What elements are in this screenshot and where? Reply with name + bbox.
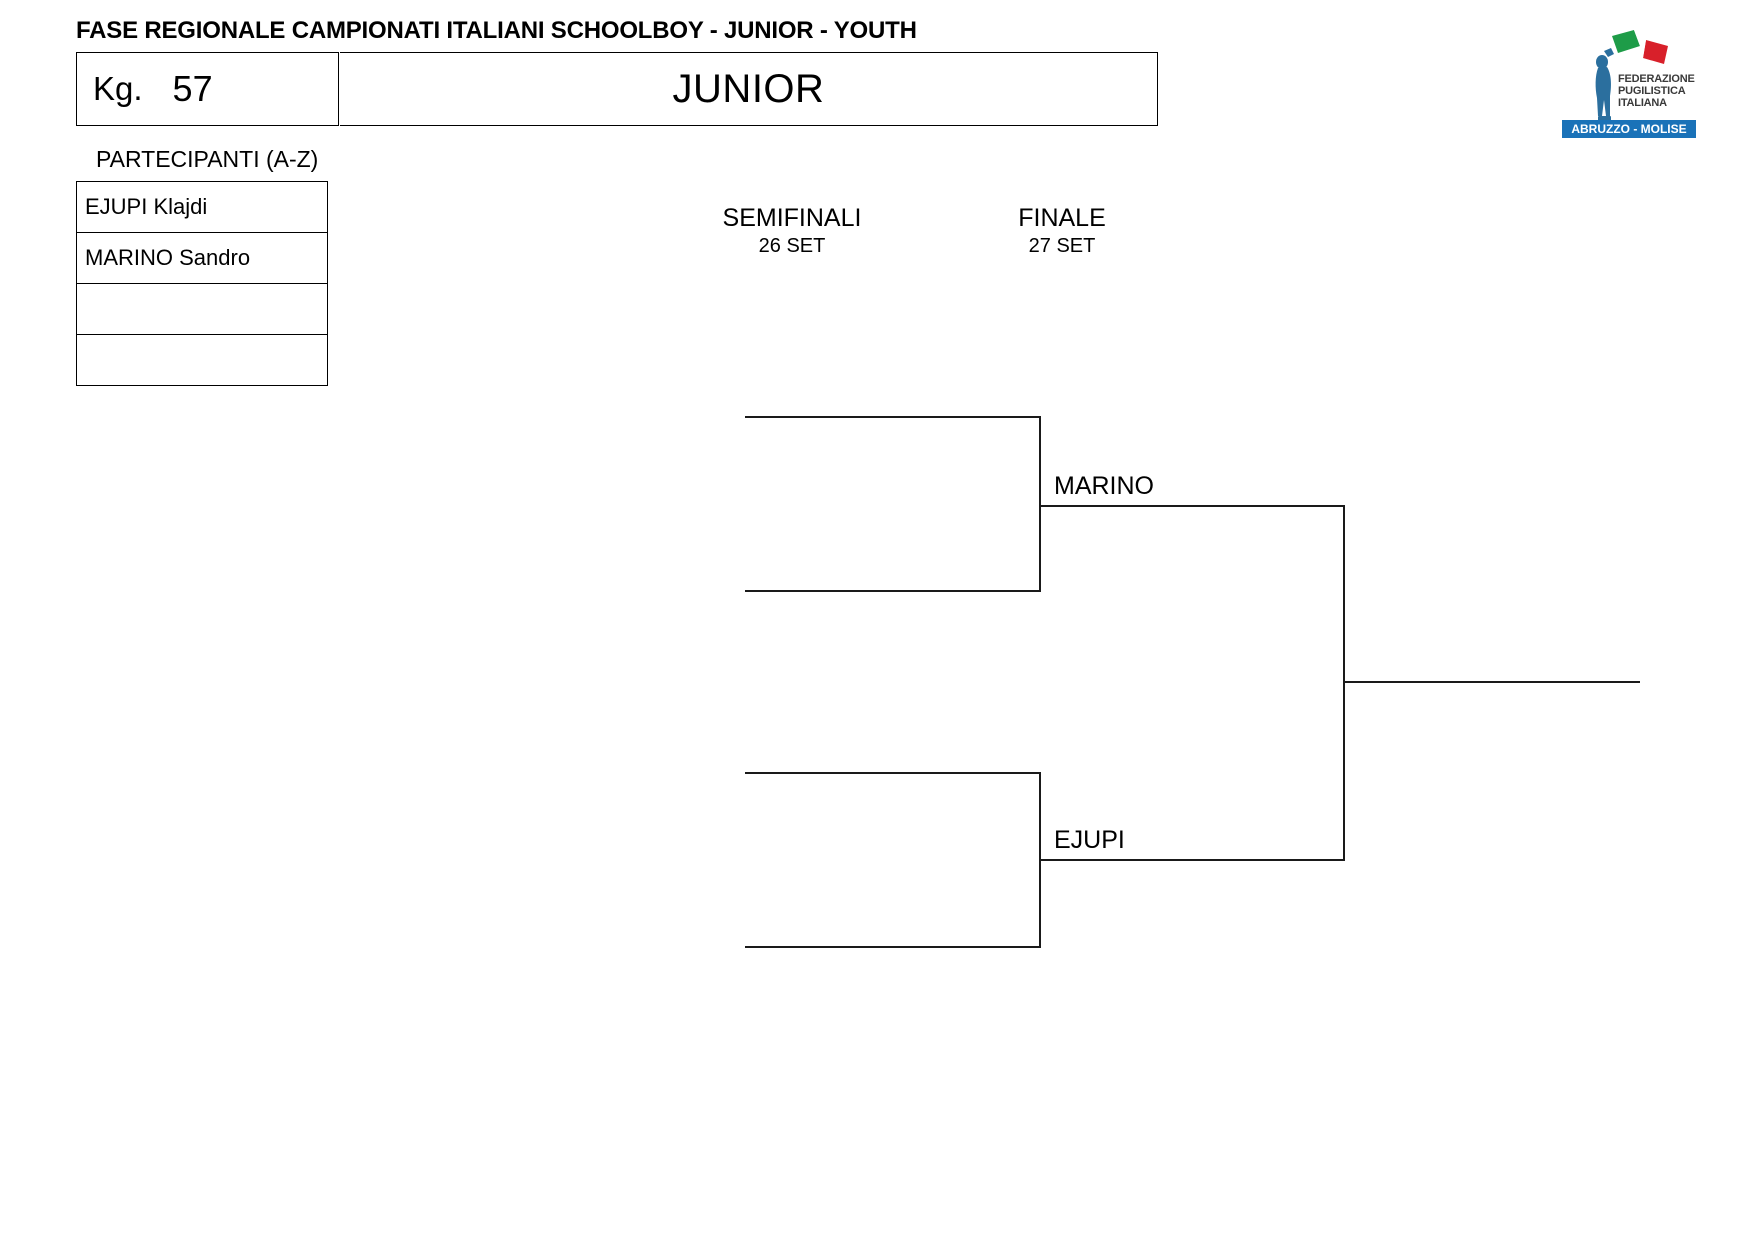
weight-value: 57 — [172, 68, 213, 109]
participants-table: EJUPI Klajdi MARINO Sandro — [76, 181, 328, 386]
weight-class-box: Kg. 57 — [76, 52, 339, 126]
svg-text:FEDERAZIONE: FEDERAZIONE — [1618, 73, 1695, 85]
bracket-slot-semifinal-winner-1: MARINO — [1054, 472, 1154, 500]
category-title: JUNIOR — [672, 66, 825, 111]
round-header-semifinal: SEMIFINALI 26 SET — [660, 204, 924, 259]
round-header-final: FINALE 27 SET — [955, 204, 1169, 259]
bracket-slot-semifinal-winner-2: EJUPI — [1054, 826, 1125, 854]
page-title: FASE REGIONALE CAMPIONATI ITALIANI SCHOO… — [76, 17, 917, 44]
bracket-line-final-top — [1039, 505, 1345, 507]
participant-row — [77, 284, 327, 335]
round-sets: 26 SET — [758, 234, 826, 257]
bracket-line-semifinal-1-bottom — [745, 590, 1041, 592]
bracket-line-final-connector — [1343, 505, 1345, 861]
round-name: SEMIFINALI — [722, 204, 862, 232]
region-banner: ABRUZZO - MOLISE — [1562, 120, 1696, 138]
participant-row — [77, 335, 327, 386]
round-sets: 27 SET — [1028, 234, 1096, 257]
federation-name-text: FEDERAZIONE PUGILISTICA ITALIANA — [1618, 73, 1695, 109]
italian-flag-red-icon — [1640, 37, 1668, 64]
svg-text:ABRUZZO - MOLISE: ABRUZZO - MOLISE — [1571, 122, 1686, 136]
bracket-line-semifinal-1-connector — [1039, 416, 1041, 592]
bracket-line-semifinal-2-top — [745, 772, 1041, 774]
svg-text:PUGILISTICA: PUGILISTICA — [1618, 85, 1686, 97]
round-name: FINALE — [1018, 204, 1106, 232]
svg-text:ITALIANA: ITALIANA — [1618, 97, 1667, 109]
bracket-line-final-bottom — [1039, 859, 1345, 861]
participants-heading: PARTECIPANTI (A-Z) — [96, 146, 319, 172]
weight-label: Kg. — [93, 70, 143, 107]
italian-flag-green-icon — [1612, 27, 1643, 53]
participant-row: MARINO Sandro — [77, 233, 327, 284]
category-box: JUNIOR — [340, 52, 1158, 126]
participant-row: EJUPI Klajdi — [77, 182, 327, 233]
bracket-line-semifinal-2-bottom — [745, 946, 1041, 948]
federation-logo: FEDERAZIONE PUGILISTICA ITALIANA ABRUZZO… — [1548, 18, 1711, 140]
boxer-figure-icon — [1595, 48, 1614, 122]
bracket-line-champion — [1343, 681, 1640, 683]
bracket-line-semifinal-1-top — [745, 416, 1041, 418]
